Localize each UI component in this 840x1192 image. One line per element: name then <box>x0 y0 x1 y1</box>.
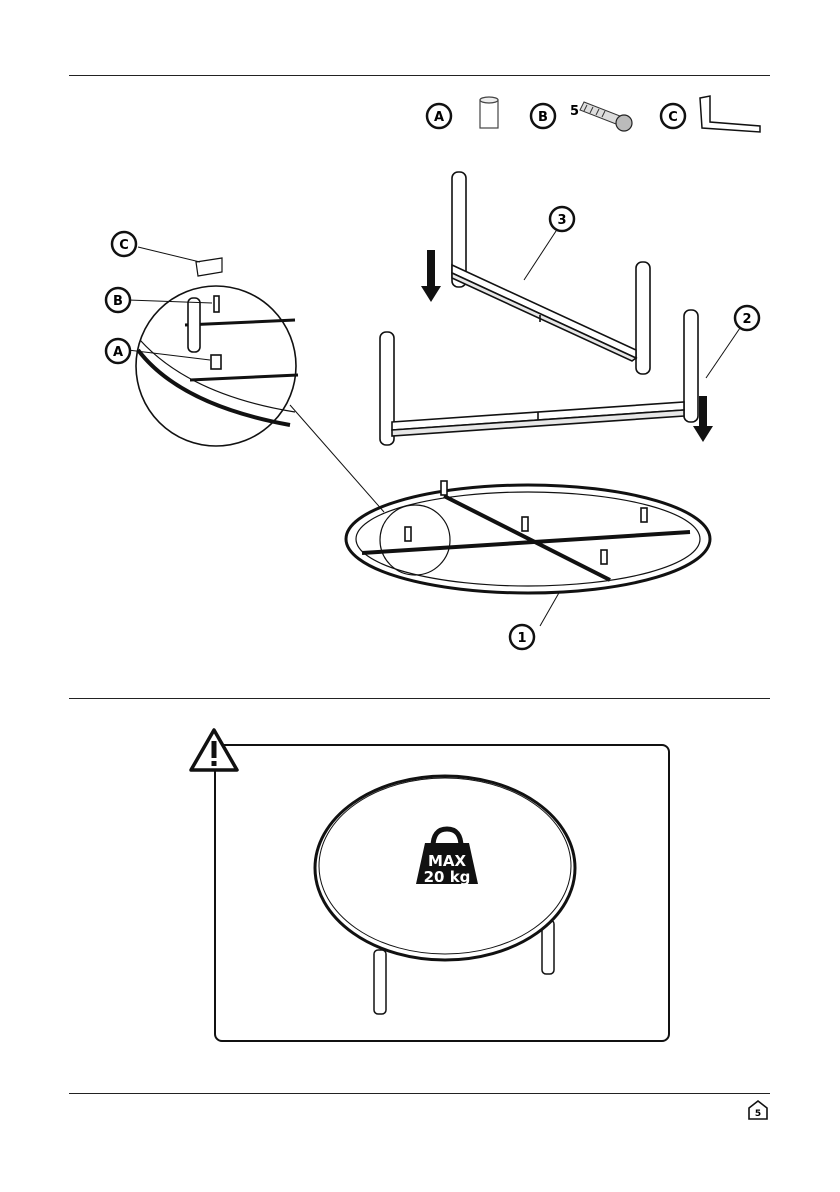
detail-callout-b: B <box>104 286 132 314</box>
svg-text:20 kg: 20 kg <box>424 868 471 886</box>
svg-text:B: B <box>113 294 123 309</box>
callout-2: 2 <box>733 304 761 332</box>
detail-callout-a: A <box>104 337 132 365</box>
detail-callout-c: C <box>110 230 138 258</box>
detail-magnifier <box>128 247 450 575</box>
callout-3: 3 <box>548 205 576 233</box>
top-rule <box>69 75 770 76</box>
part-a-badge: A <box>427 104 451 128</box>
svg-text:A: A <box>434 110 444 125</box>
leg-pair-back <box>452 172 650 374</box>
parts-legend: A B 5 C <box>420 90 780 140</box>
part-b-qty: 5 <box>570 104 579 119</box>
page-number: 5 <box>755 1109 761 1119</box>
allen-key-icon <box>700 96 760 132</box>
svg-text:B: B <box>538 110 548 125</box>
down-arrow-icon <box>421 250 441 302</box>
warning-triangle-icon <box>188 726 240 774</box>
bolt-icon <box>580 102 632 131</box>
svg-text:2: 2 <box>742 312 751 327</box>
part-b-badge: B <box>531 104 555 128</box>
svg-text:C: C <box>668 110 678 125</box>
bottom-rule <box>69 1093 770 1094</box>
assembly-diagram <box>0 150 840 660</box>
max-weight-label: MAX 20 kg <box>410 850 484 886</box>
house-page-icon: 5 <box>746 1098 770 1122</box>
middle-rule <box>69 698 770 699</box>
spacer-icon <box>480 97 498 128</box>
part-c-badge: C <box>661 104 685 128</box>
callout-1: 1 <box>508 623 536 651</box>
svg-text:3: 3 <box>557 213 566 228</box>
table-illustration <box>300 770 590 1032</box>
svg-text:1: 1 <box>517 631 526 646</box>
table-frame <box>346 481 710 593</box>
svg-text:C: C <box>119 238 129 253</box>
svg-text:A: A <box>113 345 123 360</box>
